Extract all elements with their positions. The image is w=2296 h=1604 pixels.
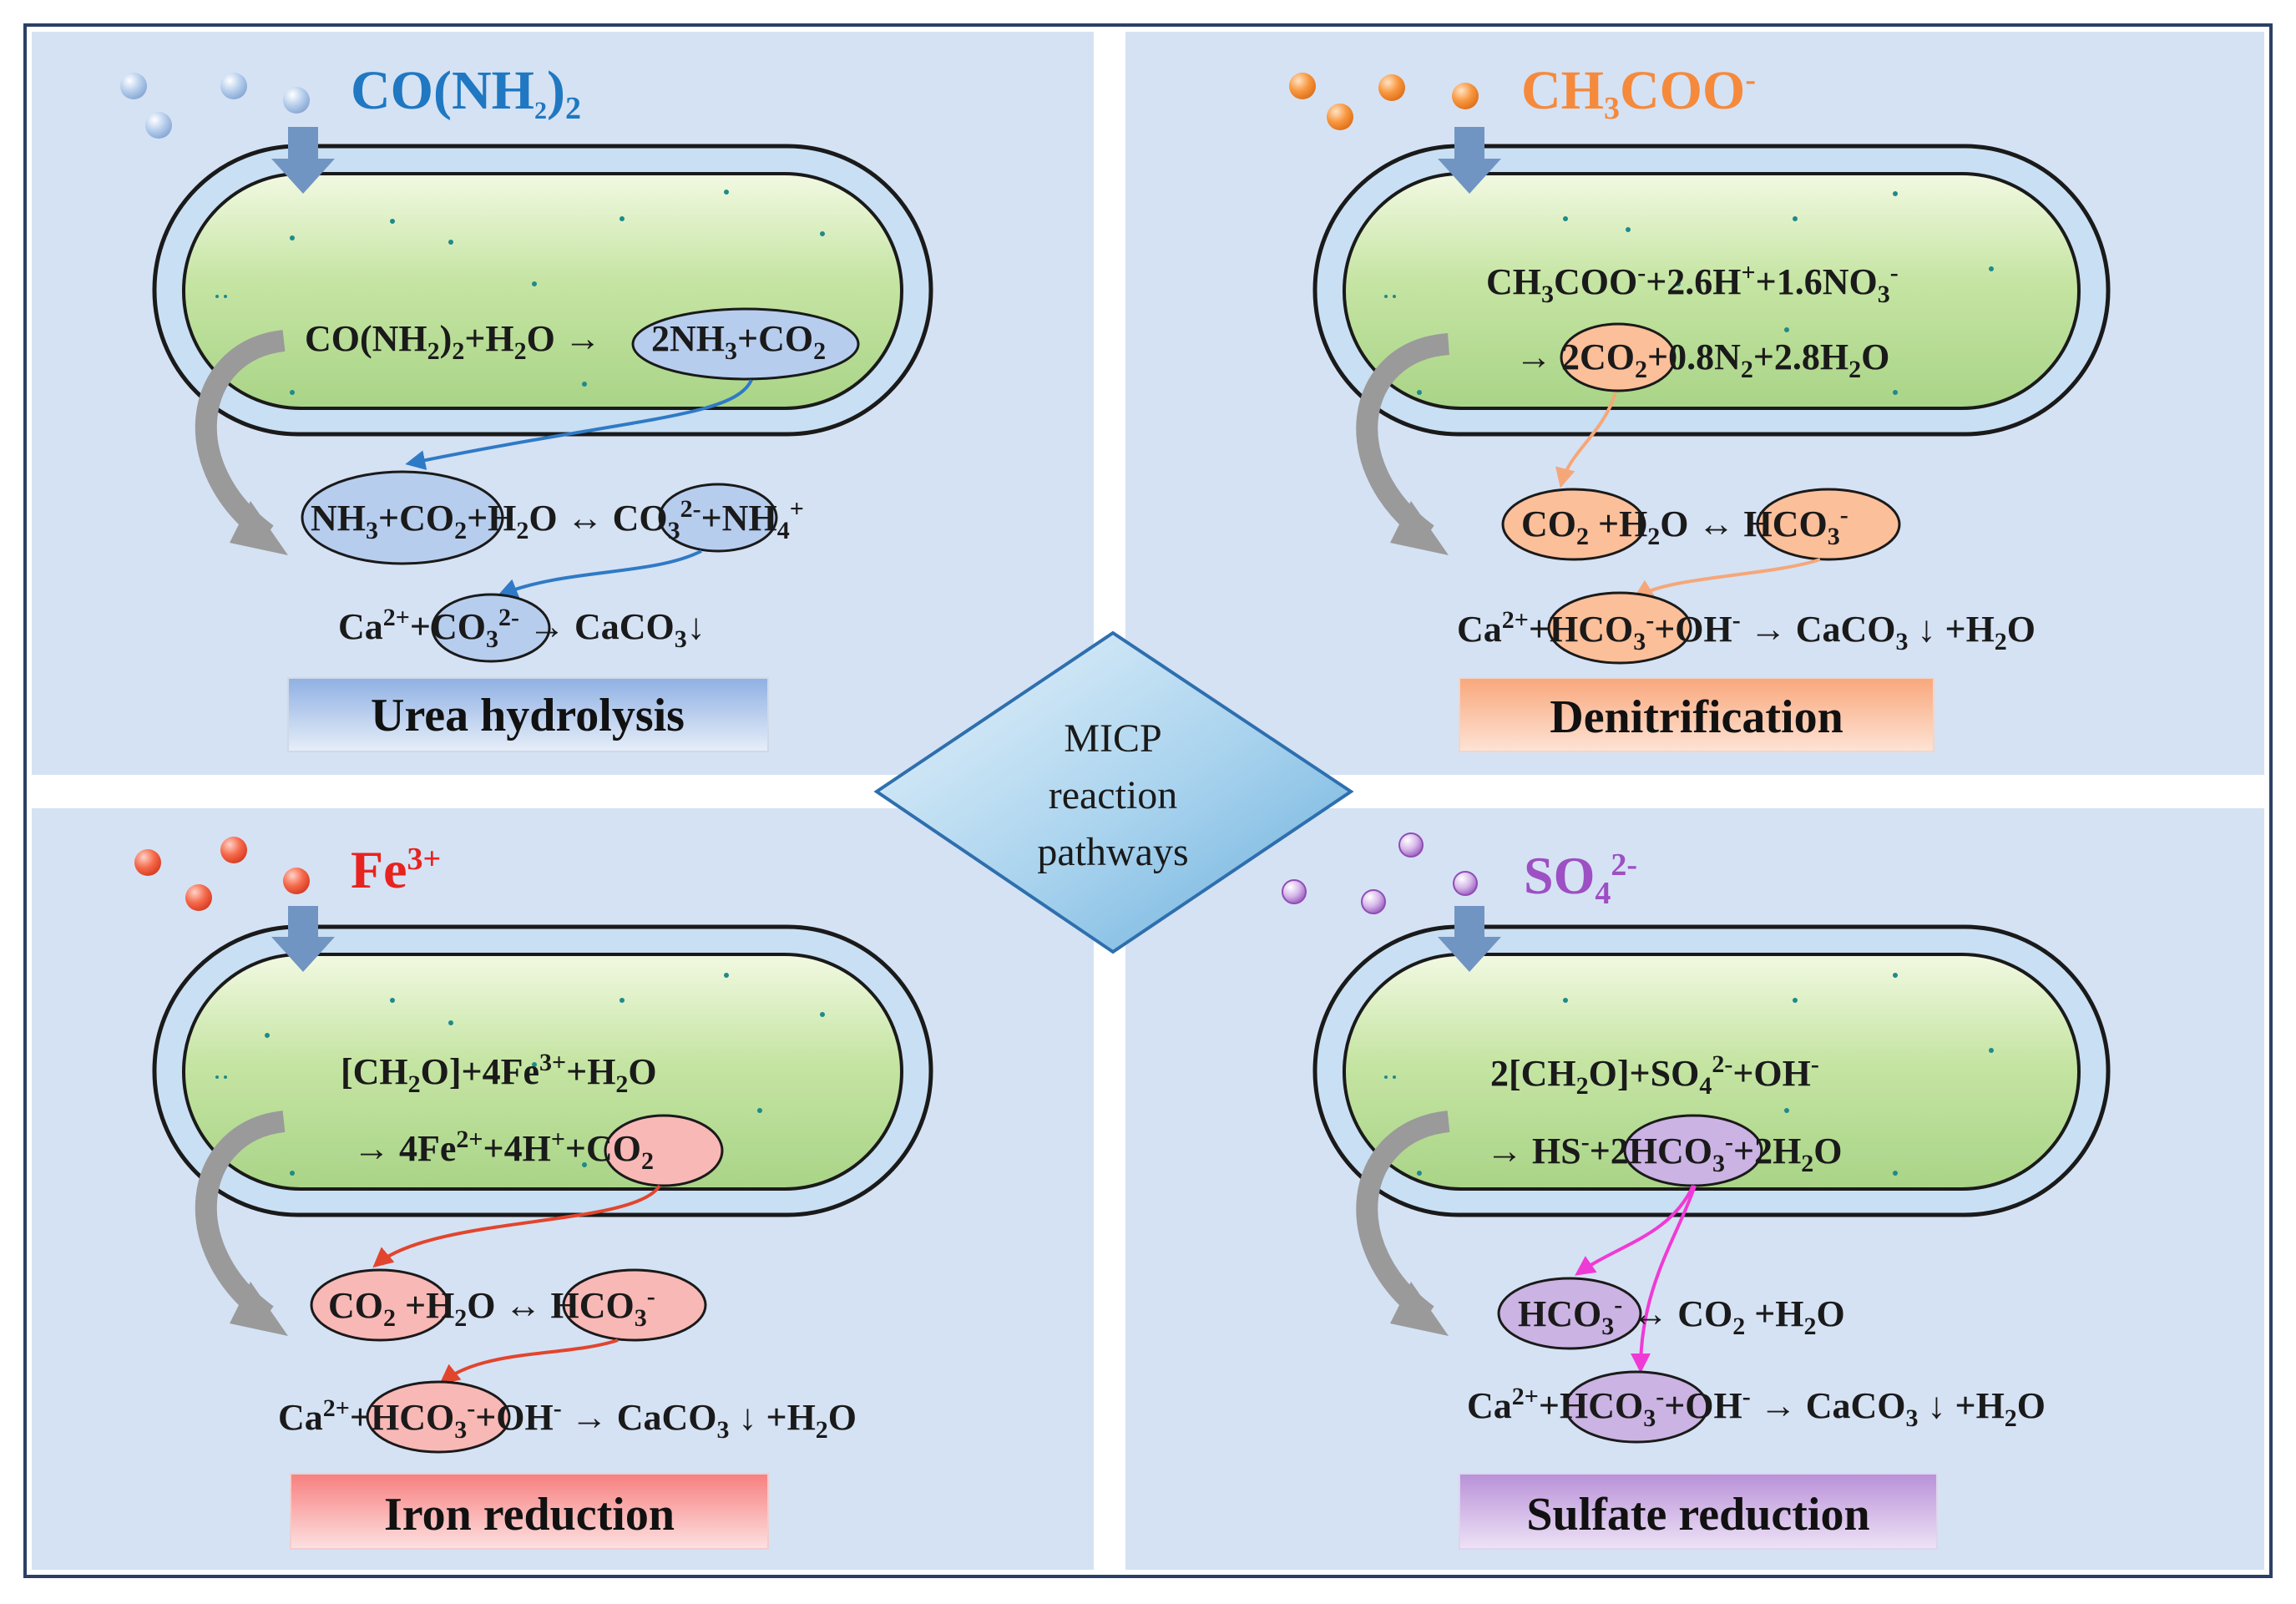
sulfate-eq1b: → HS-+2HCO3-+2H2O [1486, 1128, 1843, 1177]
center-line3: pathways [1037, 830, 1188, 874]
label-denitrification: Denitrification [1550, 691, 1843, 743]
iron-eq2: CO2 +H2O ↔ HCO3- [328, 1283, 655, 1332]
denitrification-eq3: Ca2++HCO3-+OH- → CaCO3 ↓ +H2O [1457, 606, 2036, 655]
iron-cell [152, 924, 933, 1217]
panel-sulfate: SO42- 2[CH2O]+SO42-+OH- → HS-+2HCO3-+2H2… [1282, 832, 2111, 1550]
sulfate-eq1a: 2[CH2O]+SO42-+OH- [1490, 1050, 1819, 1100]
panel-denitrification: CH3COO- CH3COO-+2.6H++1.6NO3- → 2CO2+0.8… [1289, 60, 2111, 752]
denitrification-eq2: CO2 +H2O ↔ HCO3- [1521, 501, 1848, 550]
center-diamond: MICP reaction pathways [873, 630, 1354, 954]
panel-iron: Fe3+ [CH2O]+4Fe3++H2O → 4Fe2++4H++CO2 CO… [134, 837, 933, 1550]
center-line1: MICP [1064, 716, 1161, 761]
center-line2: reaction [1049, 773, 1178, 817]
label-urea-hydrolysis: Urea hydrolysis [371, 690, 685, 741]
label-iron-reduction: Iron reduction [384, 1489, 675, 1541]
urea-substrate-title: CO(NH2)2 [351, 60, 581, 126]
urea-cell [152, 144, 933, 437]
panel-urea: CO(NH2)2 CO(NH2)2+H2O → 2NH3+CO2 NH3+CO2… [120, 60, 933, 752]
denitrification-export-arrow-icon [1390, 501, 1449, 555]
sulfate-inflow-arrow-icon [1438, 937, 1501, 972]
iron-export-arrow-icon [230, 1282, 288, 1336]
denitrification-inflow-arrow-icon [1438, 159, 1501, 194]
iron-eq3: Ca2++HCO3-+OH- → CaCO3 ↓ +H2O [278, 1394, 857, 1444]
denitrification-cell [1312, 144, 2111, 437]
sulfate-eq2: HCO3- ↔ CO2 +H2O [1518, 1291, 1845, 1340]
urea-eq2: NH3+CO2+H2O ↔ CO32-+NH4+ [311, 495, 804, 544]
iron-eq1b: → 4Fe2++4H++CO2 [353, 1126, 654, 1175]
sulfate-cell [1312, 924, 2111, 1217]
denitrification-eq1a: CH3COO-+2.6H++1.6NO3- [1486, 259, 1899, 308]
sulfate-substrate-title: SO42- [1524, 846, 1637, 911]
urea-eq1-product: 2NH3+CO2 [651, 318, 826, 365]
urea-inflow-arrow-icon [271, 159, 335, 194]
iron-eq1a: [CH2O]+4Fe3++H2O [341, 1049, 657, 1098]
iron-inflow-arrow-icon [271, 937, 335, 972]
denitrification-substrate-title: CH3COO- [1521, 60, 1756, 126]
sulfate-export-arrow-icon [1390, 1282, 1449, 1336]
sulfate-eq3: Ca2++HCO3-+OH- → CaCO3 ↓ +H2O [1467, 1383, 2046, 1432]
denitrification-eq1b: → 2CO2+0.8N2+2.8H2O [1515, 336, 1889, 383]
urea-export-arrow-icon [230, 501, 288, 555]
label-sulfate-reduction: Sulfate reduction [1526, 1489, 1869, 1541]
iron-substrate-title: Fe3+ [351, 840, 441, 899]
